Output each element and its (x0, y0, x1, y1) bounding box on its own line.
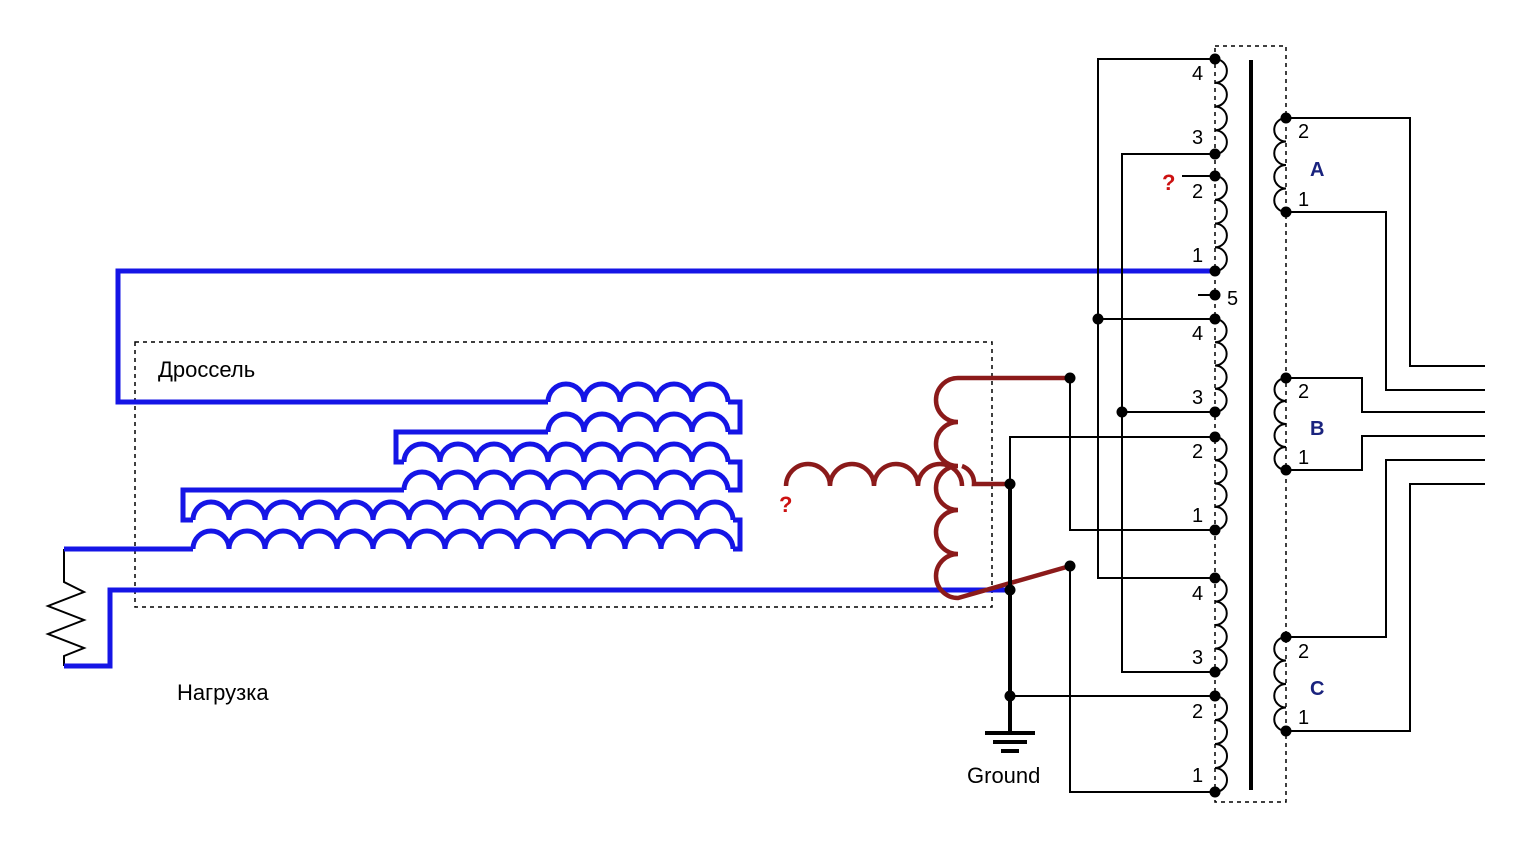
load-resistor (45, 549, 87, 666)
junction-dot (1209, 53, 1221, 65)
phase-label-c: C (1310, 678, 1324, 700)
pin-label: 2 (1298, 381, 1309, 403)
junction-dot (1004, 584, 1016, 596)
junction-dot (1209, 666, 1221, 678)
transformer-winding (1273, 117, 1287, 213)
junction-dot (1280, 206, 1292, 218)
ground-label: Ground (967, 763, 1040, 788)
junction-dot (1092, 313, 1104, 325)
load-label: Нагрузка (177, 680, 269, 705)
transformer-winding (1214, 577, 1228, 673)
pin-label: 2 (1192, 441, 1203, 463)
transformer-coils (1214, 58, 1287, 793)
junction-dot (1280, 112, 1292, 124)
junction-dot (1209, 786, 1221, 798)
pin-label: 4 (1192, 323, 1203, 345)
transformer-winding (1273, 377, 1287, 471)
junction-dot (1004, 478, 1016, 490)
junction-dot (1064, 560, 1076, 572)
junction-dot (1209, 406, 1221, 418)
pin-label: 2 (1192, 701, 1203, 723)
choke-coil-row (401, 469, 731, 491)
pin-label: 2 (1298, 121, 1309, 143)
question-mark-transformer: ? (1162, 170, 1175, 195)
junction-dot (1280, 725, 1292, 737)
choke-windings (64, 268, 1215, 669)
primary-group-2-pins: 4 3 2 1 (1192, 323, 1203, 527)
junction-dot (1209, 170, 1221, 182)
junction-dot (1209, 431, 1221, 443)
transformer-winding (1214, 175, 1228, 272)
pin-label: 1 (1298, 447, 1309, 469)
choke-coil-row (401, 441, 731, 463)
phase-label-b: B (1310, 418, 1324, 440)
choke-coil-row (545, 381, 731, 403)
pin-label: 4 (1192, 583, 1203, 605)
junction-dot (1116, 406, 1128, 418)
junction-dot (1209, 690, 1221, 702)
pin-label: 1 (1192, 245, 1203, 267)
choke-coil-turn (393, 429, 548, 465)
junction-dot (1064, 372, 1076, 384)
pin-label: 1 (1298, 189, 1309, 211)
primary-group-3-pins: 4 3 2 1 (1192, 583, 1203, 787)
junction-dot (1280, 464, 1292, 476)
pin-label: 3 (1192, 387, 1203, 409)
choke-coil-row (545, 411, 731, 433)
transformer-winding (1214, 318, 1228, 413)
question-mark-control: ? (779, 492, 792, 517)
junction-dot (1280, 372, 1292, 384)
phase-label-a: A (1310, 159, 1324, 181)
pin-label: 4 (1192, 63, 1203, 85)
junction-dot (1209, 265, 1221, 277)
choke-coil-turn (728, 399, 743, 435)
transformer-winding (1214, 695, 1228, 793)
transformer-winding (1214, 58, 1228, 155)
pin-label: 1 (1192, 765, 1203, 787)
transformer-winding (1214, 436, 1228, 531)
junction-dot (1209, 289, 1221, 301)
connection-wires (1008, 58, 1485, 793)
control-winding (783, 375, 1071, 601)
pin-label: 3 (1192, 647, 1203, 669)
control-winding-coil (783, 375, 1071, 601)
pin-label: 1 (1298, 707, 1309, 729)
junction-dot (1209, 313, 1221, 325)
blue-lead-top (115, 268, 1215, 405)
secondary-c: 2 1 C (1298, 641, 1324, 729)
choke-coil-turn (728, 459, 743, 493)
junction-dots (1004, 53, 1292, 798)
choke-coil-turn (733, 517, 743, 552)
junction-dot (1209, 572, 1221, 584)
pin-label: 2 (1192, 181, 1203, 203)
secondary-a: 2 1 A (1298, 121, 1324, 211)
choke-label: Дроссель (158, 357, 255, 382)
center-tap-pin-label: 5 (1227, 288, 1238, 310)
primary-group-1-pins: 4 3 2 1 (1192, 63, 1203, 267)
junction-dot (1280, 631, 1292, 643)
blue-lead-bottom (64, 587, 1010, 669)
choke-coil-row (190, 528, 736, 550)
ground-symbol (985, 731, 1035, 753)
pin-label: 2 (1298, 641, 1309, 663)
secondary-b: 2 1 B (1298, 381, 1324, 469)
junction-dot (1209, 524, 1221, 536)
pin-label: 1 (1192, 505, 1203, 527)
transformer-winding (1273, 636, 1287, 732)
choke-coil-row (190, 499, 736, 521)
pin-label: 3 (1192, 127, 1203, 149)
choke-coil-turn (180, 487, 404, 523)
junction-dot (1209, 148, 1221, 160)
junction-dot (1004, 690, 1016, 702)
